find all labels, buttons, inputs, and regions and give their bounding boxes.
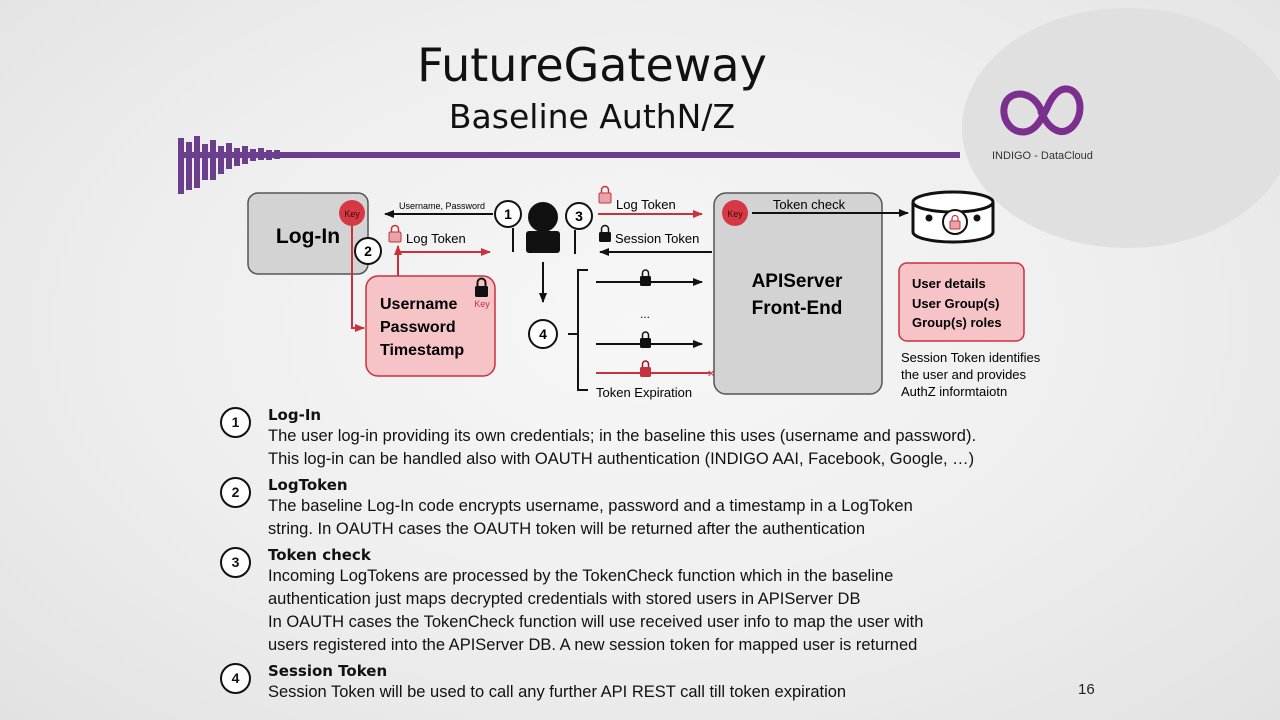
- user-details-line1: User details: [912, 276, 986, 291]
- step-4-line-1: Session Token will be used to call any f…: [268, 683, 847, 701]
- step-3-line-1: Incoming LogTokens are processed by the …: [268, 567, 894, 585]
- key-badge-apiserver: [722, 200, 748, 226]
- lock-icon-call-2: [640, 331, 651, 348]
- database-icon: [911, 190, 995, 244]
- key-label-credentials: Key: [474, 299, 490, 309]
- svg-text:2: 2: [364, 243, 372, 259]
- lock-icon-credentials: [475, 277, 488, 297]
- step-3: 3 Token check Incoming LogTokens are pro…: [220, 545, 1120, 657]
- step-4-number: 4: [220, 663, 251, 694]
- user-details-line2: User Group(s): [912, 296, 999, 311]
- step-3-heading: Token check: [268, 546, 371, 564]
- log-token-right-label: Log Token: [616, 197, 676, 212]
- step-1: 1 Log-In The user log-in providing its o…: [220, 405, 1120, 471]
- apiserver-box: [713, 192, 883, 395]
- lock-icon-log-token-left: [388, 224, 402, 243]
- step-1-number: 1: [220, 407, 251, 438]
- token-check-label: Token check: [773, 197, 846, 212]
- user-details-line3: Group(s) roles: [912, 315, 1002, 330]
- slide-subtitle: Baseline AuthN/Z: [448, 97, 736, 136]
- session-note-line2: the user and provides: [901, 367, 1027, 382]
- session-note-line1: Session Token identifies: [901, 350, 1041, 365]
- svg-text:3: 3: [575, 208, 583, 224]
- session-token-label: Session Token: [615, 231, 699, 246]
- infinity-cloud-logo-icon: [1000, 85, 1084, 136]
- step-2: 2 LogToken The baseline Log-In code encr…: [220, 475, 1120, 541]
- credentials-box: [365, 275, 496, 377]
- credential-timestamp: Timestamp: [380, 342, 464, 359]
- svg-text:1: 1: [504, 206, 512, 222]
- calls-bracket: [577, 269, 588, 391]
- key-badge-login-label: Key: [344, 209, 360, 219]
- step-3-number: 3: [220, 547, 251, 578]
- step-descriptions: 1 Log-In The user log-in providing its o…: [220, 405, 1120, 708]
- lock-icon-log-token-right: [598, 185, 612, 204]
- login-box-label: Log-In: [276, 225, 340, 248]
- step-2-heading: LogToken: [268, 476, 348, 494]
- lock-icon-session-token: [599, 224, 611, 242]
- step-2-line-1: The baseline Log-In code encrypts userna…: [268, 497, 913, 515]
- login-box: [247, 192, 369, 275]
- login-to-credentials-arrow: [351, 226, 365, 332]
- credential-username: Username: [380, 296, 457, 313]
- step-4: 4 Session Token Session Token will be us…: [220, 661, 1120, 704]
- log-token-left-label: Log Token: [406, 231, 466, 246]
- page-number: 16: [1078, 681, 1095, 698]
- apiserver-label-line1: APIServer: [752, 271, 843, 292]
- apiserver-label-line2: Front-End: [752, 298, 843, 319]
- step-1-heading: Log-In: [268, 406, 322, 424]
- step-3-line-4: users registered into the APIServer DB. …: [268, 636, 918, 654]
- slide-title: FutureGateway: [417, 38, 767, 92]
- step-1-circle: [494, 200, 522, 228]
- step-2-circle: [354, 237, 382, 265]
- step-4-circle: [528, 319, 558, 349]
- step-1-line-1: The user log-in providing its own creden…: [268, 427, 977, 445]
- username-password-label: Username, Password: [399, 201, 485, 211]
- credential-password: Password: [380, 319, 456, 336]
- step-4-heading: Session Token: [268, 662, 388, 680]
- token-expiration-label: Token Expiration: [596, 385, 692, 400]
- step-3-line-3: In OAUTH cases the TokenCheck function w…: [268, 613, 924, 631]
- step-3-circle: [565, 202, 593, 230]
- logo-caption: INDIGO - DataCloud: [992, 150, 1093, 162]
- key-badge-apiserver-label: Key: [727, 209, 743, 219]
- calls-ellipsis: ...: [640, 307, 650, 321]
- user-icon: [526, 202, 560, 253]
- lock-icon-call-1: [640, 269, 651, 286]
- expired-cross-icon: ✕: [707, 369, 715, 380]
- step-1-line-2: This log-in can be handled also with OAU…: [268, 450, 975, 468]
- step-2-number: 2: [220, 477, 251, 508]
- step-3-line-2: authentication just maps decrypted crede…: [268, 590, 861, 608]
- key-badge-login: [339, 200, 365, 226]
- lock-icon-expired: [640, 360, 651, 377]
- user-details-box: [898, 262, 1025, 342]
- step-2-line-2: string. In OAUTH cases the OAUTH token w…: [268, 520, 866, 538]
- session-note-line3: AuthZ informtaiotn: [901, 384, 1007, 399]
- svg-text:4: 4: [539, 326, 547, 342]
- decorative-bar: [178, 136, 960, 194]
